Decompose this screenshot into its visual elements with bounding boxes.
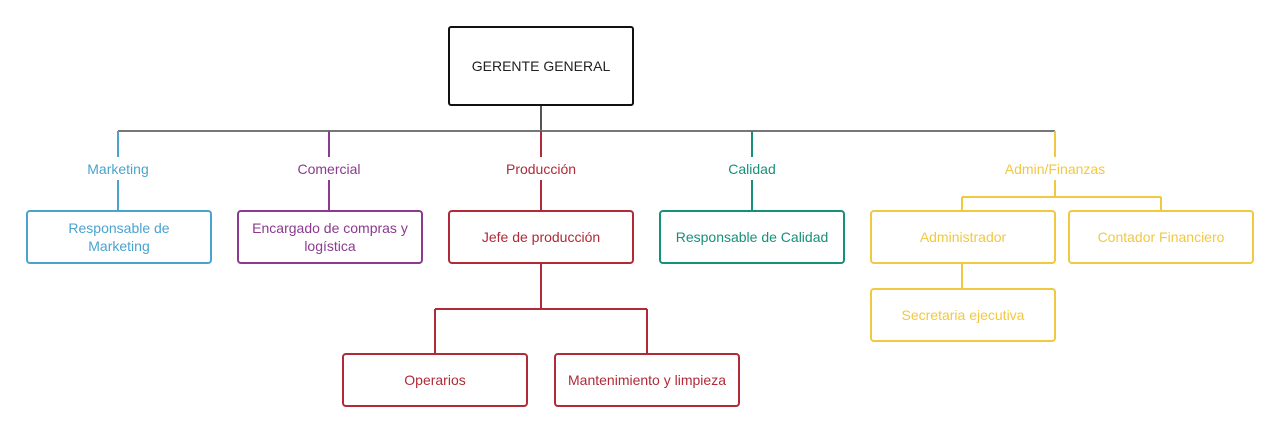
dept-marketing: Marketing	[87, 161, 149, 177]
role-mantenimiento-limpieza: Mantenimiento y limpieza	[554, 353, 740, 407]
dept-calidad: Calidad	[728, 161, 776, 177]
ceo-label: GERENTE GENERAL	[471, 58, 611, 74]
role-responsable-calidad: Responsable de Calidad	[659, 210, 845, 264]
role-label: Jefe de producción	[481, 229, 601, 245]
role-jefe-produccion: Jefe de producción	[448, 210, 634, 264]
role-label: Operarios	[404, 372, 466, 388]
dept-produccion: Producción	[505, 161, 577, 177]
role-contador-financiero: Contador Financiero	[1068, 210, 1254, 264]
role-label: Contador Financiero	[1097, 229, 1225, 245]
role-label: Responsable de Calidad	[675, 229, 829, 245]
dept-admin-finanzas: Admin/Finanzas	[1004, 161, 1106, 177]
role-operarios: Operarios	[342, 353, 528, 407]
ceo-box: GERENTE GENERAL	[448, 26, 634, 106]
role-label: Administrador	[919, 229, 1007, 245]
dept-comercial: Comercial	[297, 161, 361, 177]
role-label: Mantenimiento y limpieza	[568, 372, 726, 388]
role-encargado-compras: Encargado de compras y logística	[237, 210, 423, 264]
role-administrador: Administrador	[870, 210, 1056, 264]
role-label: Encargado de compras y logística	[252, 220, 408, 254]
role-label: Responsable de Marketing	[68, 220, 170, 254]
role-secretaria-ejecutiva: Secretaria ejecutiva	[870, 288, 1056, 342]
role-label: Secretaria ejecutiva	[901, 307, 1025, 323]
role-responsable-marketing: Responsable de Marketing	[26, 210, 212, 264]
